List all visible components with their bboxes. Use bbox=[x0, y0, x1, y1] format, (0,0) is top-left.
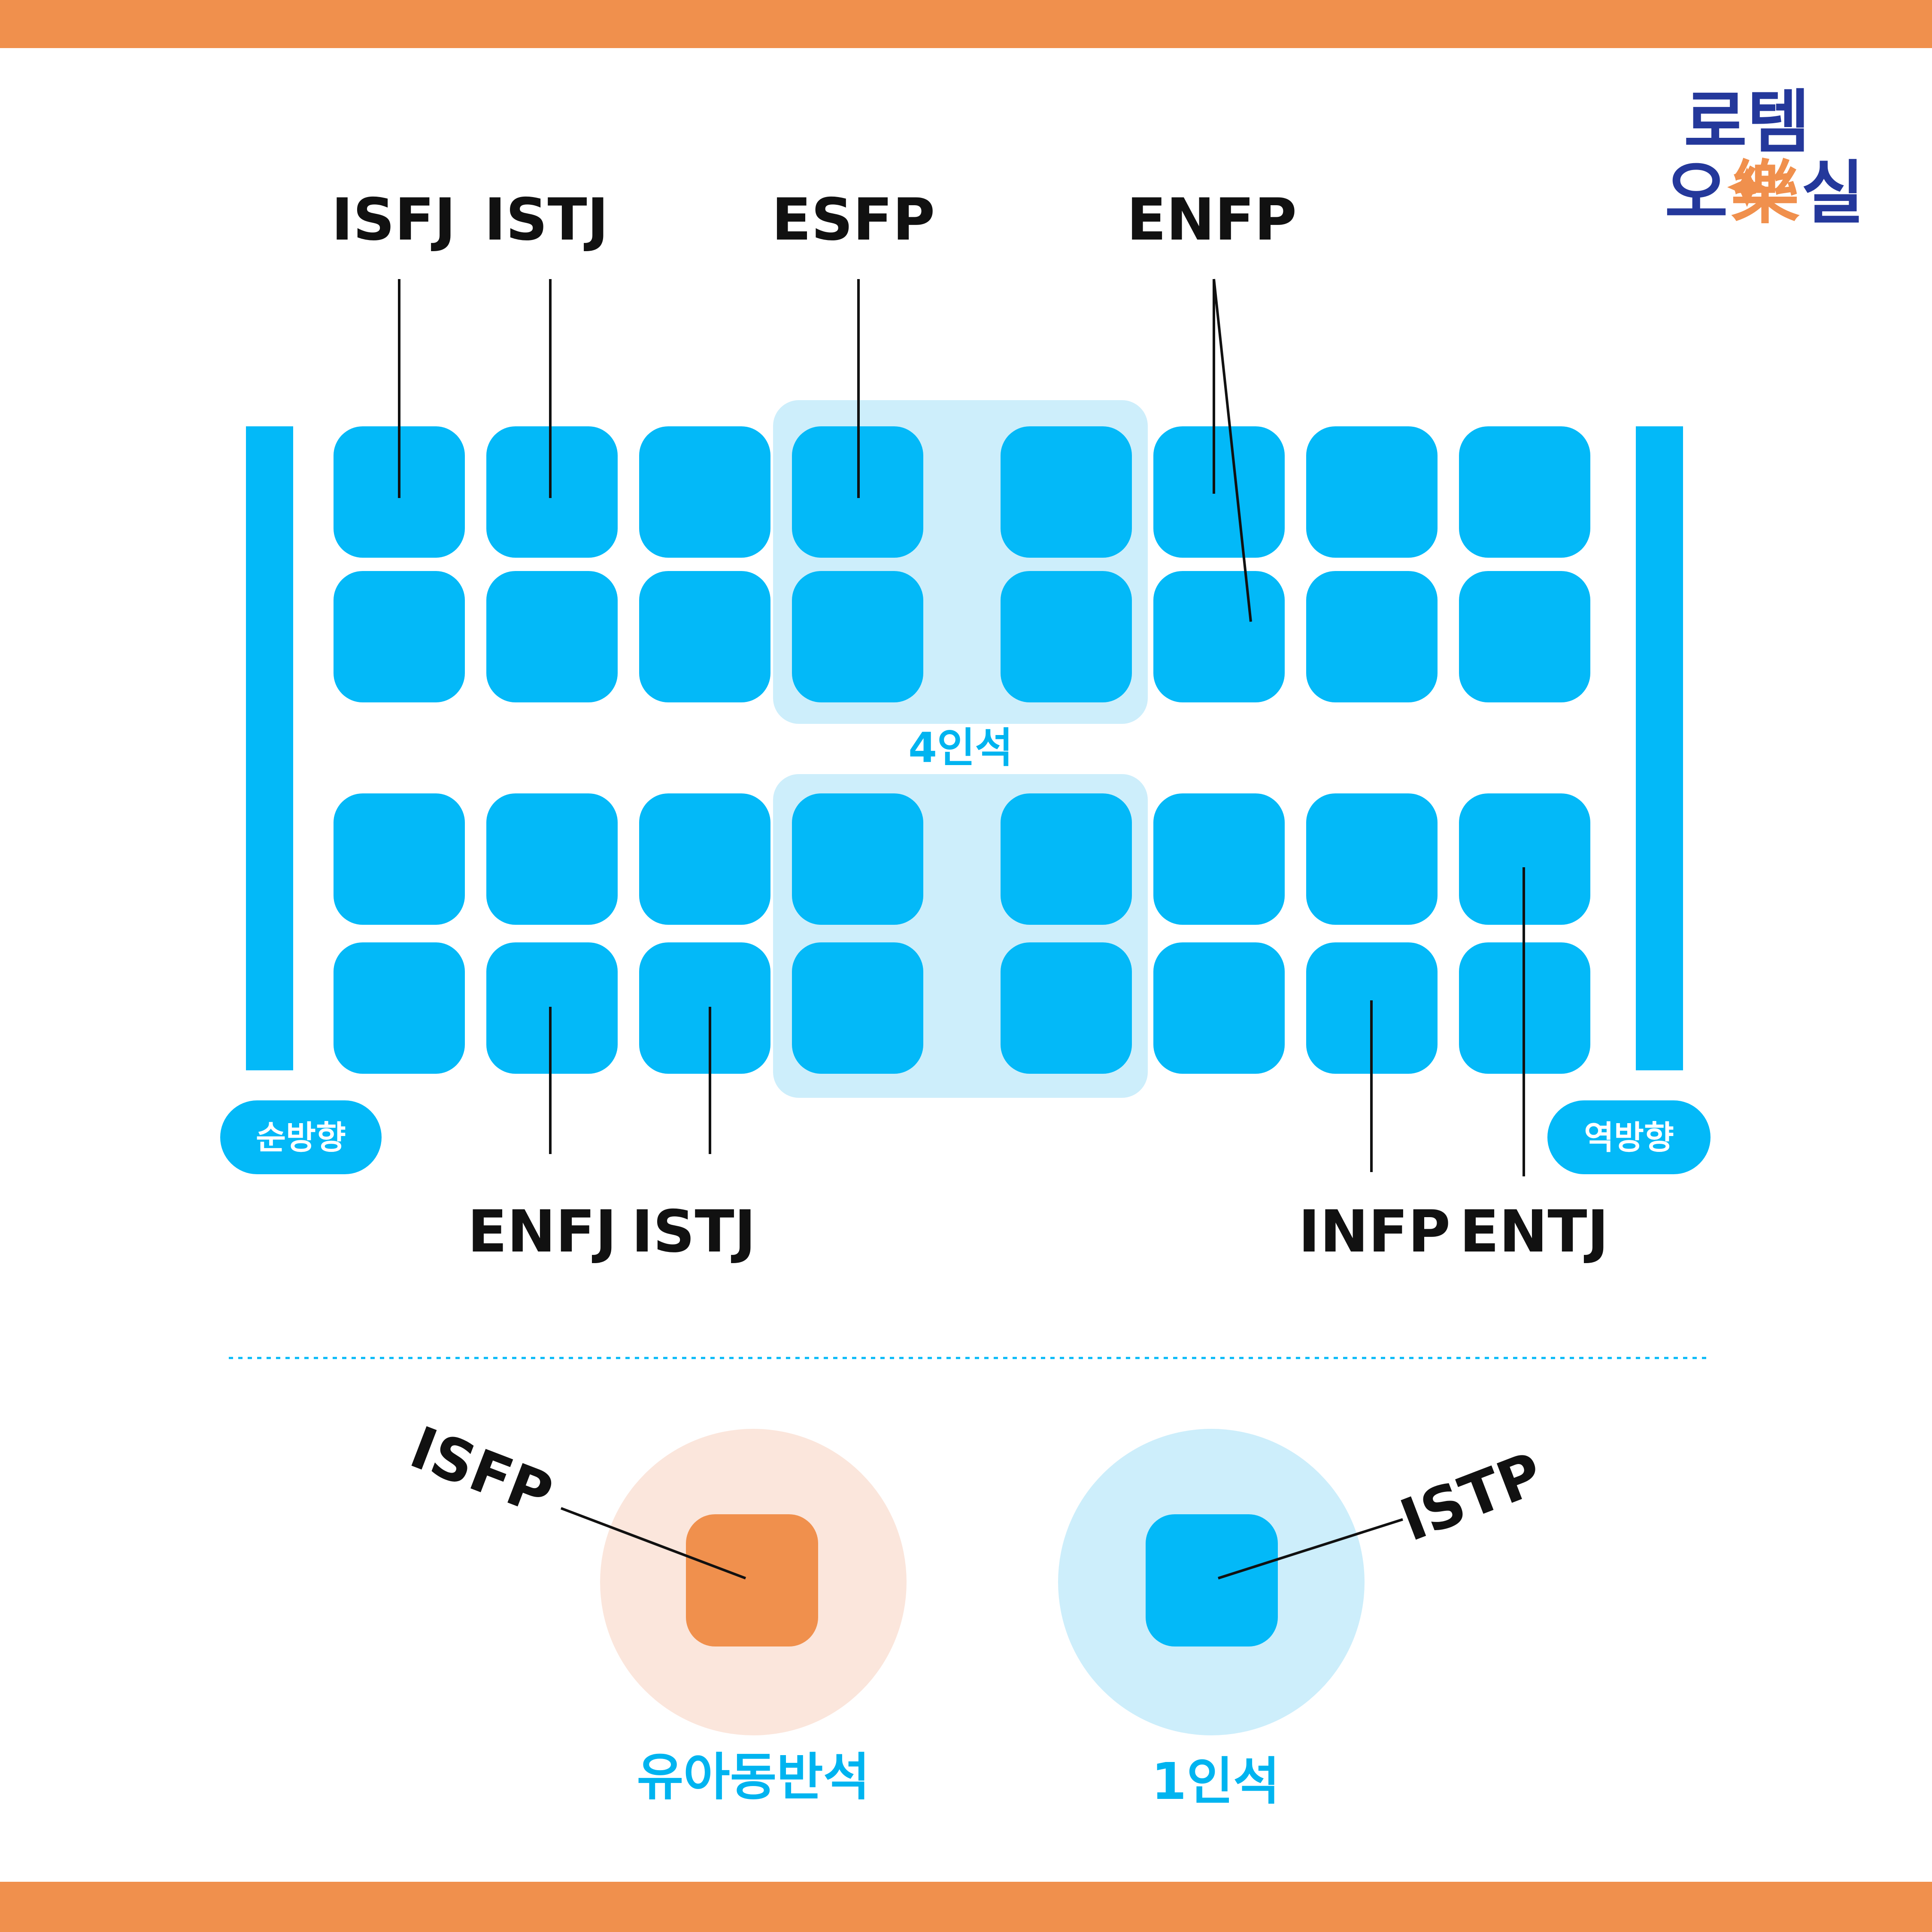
seat-r2-c6 bbox=[1153, 571, 1285, 702]
seat-r4-c4 bbox=[792, 942, 923, 1074]
seat-r1-c8 bbox=[1459, 426, 1590, 558]
label-entj: ENTJ bbox=[1459, 1198, 1609, 1265]
logo-line-2-a: 오 bbox=[1665, 153, 1728, 233]
istp-leader bbox=[1218, 1518, 1403, 1580]
forward-direction-label: 순방향 bbox=[256, 1118, 346, 1157]
top-leader-lines bbox=[398, 279, 1252, 622]
single-seat-caption: 1인석 bbox=[1151, 1752, 1280, 1811]
seat-r4-c1 bbox=[334, 942, 465, 1074]
label-isfj: ISFJ bbox=[331, 186, 456, 253]
seat-r4-c2 bbox=[486, 942, 618, 1074]
seat-r3-c4 bbox=[792, 793, 923, 925]
enfp-leader-b bbox=[1213, 279, 1252, 622]
single-seat-group: ISTP 1인석 bbox=[1058, 1429, 1551, 1811]
label-esfp: ESFP bbox=[772, 186, 935, 253]
label-enfp: ENFP bbox=[1127, 186, 1297, 253]
seat-r3-c8 bbox=[1459, 793, 1590, 925]
left-wall-bar bbox=[246, 426, 293, 1070]
seat-r2-c1 bbox=[334, 571, 465, 702]
seat-r2-c3 bbox=[639, 571, 770, 702]
label-istj-top: ISTJ bbox=[484, 186, 609, 253]
seat-r1-c6 bbox=[1153, 426, 1285, 558]
child-companion-seat-group: ISFP 유아동반석 bbox=[401, 1414, 907, 1807]
logo-line-1: 로템 bbox=[1684, 82, 1810, 162]
backward-direction-badge: 역방향 bbox=[1547, 1100, 1711, 1174]
label-enfj: ENFJ bbox=[467, 1198, 617, 1265]
label-isfp: ISFP bbox=[401, 1414, 561, 1529]
seat-r1-c7 bbox=[1306, 426, 1438, 558]
bottom-leader-lines bbox=[549, 867, 1525, 1176]
seat-r3-c6 bbox=[1153, 793, 1285, 925]
seat-r4-c6 bbox=[1153, 942, 1285, 1074]
single-seat bbox=[1146, 1514, 1278, 1646]
seat-r3-c3 bbox=[639, 793, 770, 925]
top-border-bar bbox=[0, 0, 1932, 48]
seat-r4-c3 bbox=[639, 942, 770, 1074]
seat-r1-c5 bbox=[1001, 426, 1132, 558]
seat-r3-c7 bbox=[1306, 793, 1438, 925]
label-istj-bottom: ISTJ bbox=[631, 1198, 756, 1265]
seat-r3-c1 bbox=[334, 793, 465, 925]
seat-r4-c5 bbox=[1001, 942, 1132, 1074]
seat-r2-c8 bbox=[1459, 571, 1590, 702]
right-wall-bar bbox=[1636, 426, 1683, 1070]
seat-r2-c4 bbox=[792, 571, 923, 702]
bottom-border-bar bbox=[0, 1882, 1932, 1932]
isfp-leader bbox=[560, 1507, 746, 1580]
seat-r2-c7 bbox=[1306, 571, 1438, 702]
seat-r1-c3 bbox=[639, 426, 770, 558]
seat-grid bbox=[334, 426, 1590, 1074]
seat-r2-c5 bbox=[1001, 571, 1132, 702]
seat-r3-c2 bbox=[486, 793, 618, 925]
seat-r1-c2 bbox=[486, 426, 618, 558]
four-seat-caption: 4인석 bbox=[908, 724, 1013, 772]
seat-r3-c5 bbox=[1001, 793, 1132, 925]
forward-direction-badge: 순방향 bbox=[220, 1100, 382, 1174]
sparkle-icon bbox=[1727, 167, 1767, 207]
backward-direction-label: 역방향 bbox=[1584, 1118, 1674, 1157]
child-seat bbox=[686, 1514, 818, 1646]
label-infp: INFP bbox=[1298, 1198, 1450, 1265]
seat-r2-c2 bbox=[486, 571, 618, 702]
rotem-orakshil-logo: 로템 오 樂 실 bbox=[1665, 82, 1864, 233]
child-seat-caption: 유아동반석 bbox=[637, 1747, 870, 1807]
label-istp: ISTP bbox=[1392, 1440, 1551, 1555]
logo-line-2-c: 실 bbox=[1801, 153, 1864, 233]
